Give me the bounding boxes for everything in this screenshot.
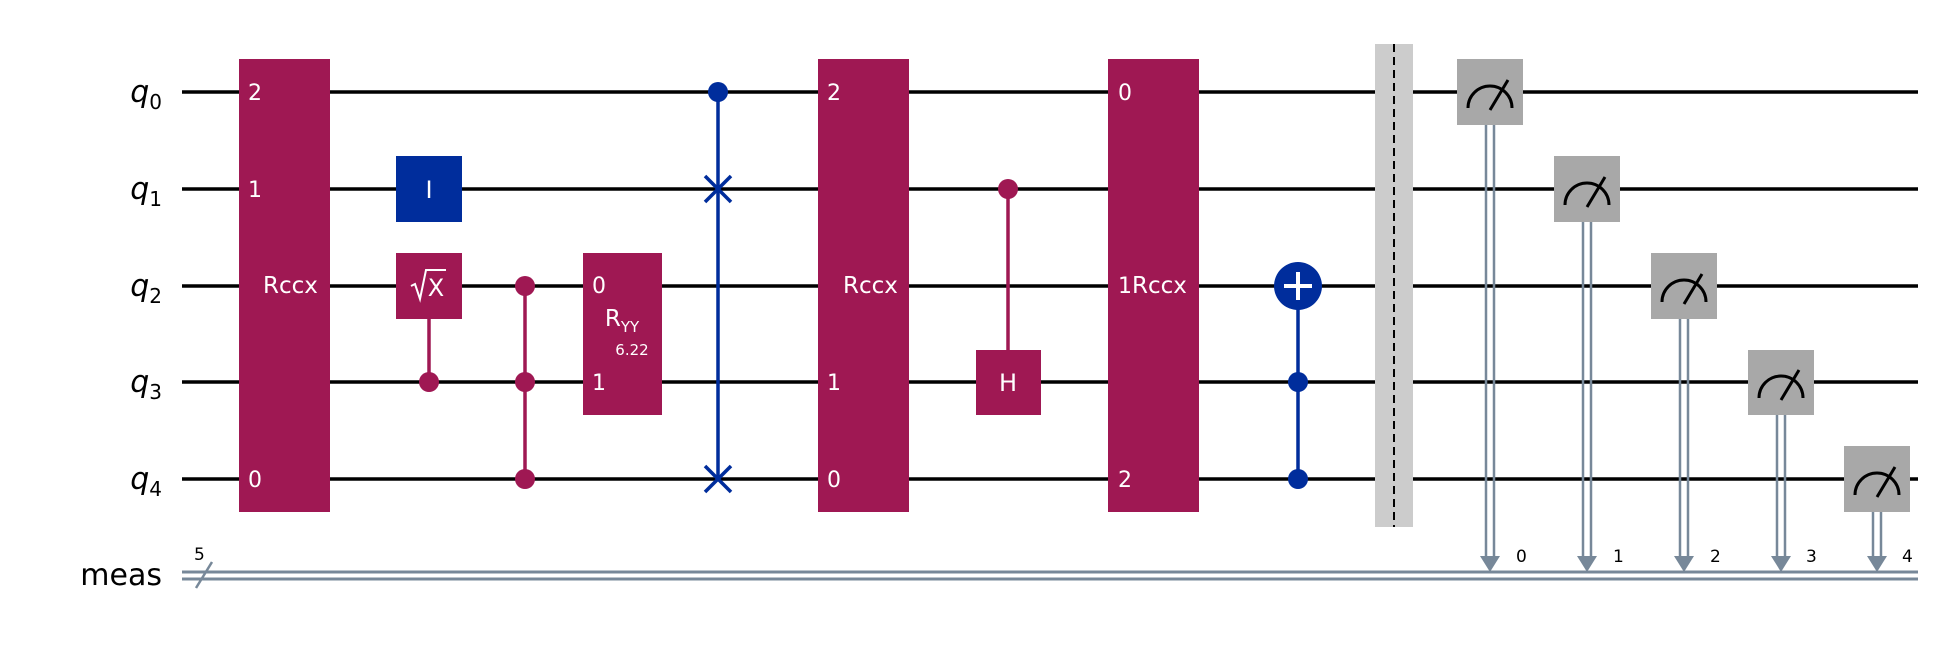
measure-index: 3	[1806, 547, 1817, 567]
qubit-index: 2	[827, 81, 841, 106]
control-dot	[1288, 372, 1308, 392]
gate-label: RYY	[605, 306, 640, 336]
gate-label: Rccx	[1132, 273, 1187, 299]
meter-icon	[1563, 181, 1611, 206]
qubit-index: 0	[1118, 81, 1132, 106]
classical-wire	[182, 561, 1918, 589]
qubit-index: 2	[1118, 468, 1132, 493]
classical-register-label: meas	[80, 558, 162, 593]
measure-index: 0	[1516, 547, 1527, 567]
gate-label: X	[428, 274, 444, 302]
measure-index: 2	[1710, 547, 1721, 567]
qubit-label-1: q1	[130, 172, 162, 211]
meter-icon	[1466, 84, 1514, 109]
quantum-wires	[182, 90, 1918, 481]
toffoli-gate	[1274, 262, 1322, 489]
control-dot	[419, 372, 439, 392]
barrier	[1375, 44, 1413, 527]
measure-0: 0	[1457, 59, 1527, 572]
control-dot	[1288, 469, 1308, 489]
swap-x-icon	[703, 174, 733, 204]
gate-label: Rccx	[263, 273, 318, 299]
meter-icon	[1757, 374, 1805, 399]
qubit-index: 1	[592, 371, 606, 396]
gate-label: Rccx	[843, 273, 898, 299]
gate-label: H	[999, 369, 1017, 397]
gate-label: I	[425, 176, 432, 204]
control-dot	[515, 372, 535, 392]
controlled-h-gate: H	[976, 179, 1041, 415]
swap-gate	[703, 82, 733, 494]
qubit-index: 2	[248, 81, 262, 106]
qubit-label-4: q4	[130, 462, 162, 501]
qubit-label-2: q2	[130, 269, 162, 308]
meter-icon	[1660, 278, 1708, 303]
sqrt-icon	[410, 269, 446, 303]
measure-1: 1	[1554, 156, 1624, 572]
meter-icon	[1853, 471, 1901, 496]
identity-gate: I	[396, 156, 462, 222]
qubit-index: 1	[248, 178, 262, 203]
measure-index: 1	[1613, 547, 1624, 567]
qubit-index: 1	[1118, 274, 1132, 299]
measure-4: 4	[1844, 446, 1913, 572]
rccx-gate-1: Rccx 2 1 0	[239, 59, 330, 512]
qubit-index: 0	[827, 468, 841, 493]
register-labels: q0 q1 q2 q3 q4 meas	[80, 75, 162, 593]
qubit-index: 0	[592, 274, 606, 299]
control-dot	[515, 469, 535, 489]
bus-slash	[194, 561, 214, 589]
qubit-label-0: q0	[130, 75, 162, 114]
measure-2: 2	[1651, 253, 1721, 572]
multi-control-gate	[515, 276, 535, 489]
rccx-gate-2: Rccx 2 1 0	[818, 59, 909, 512]
qubit-index: 1	[827, 371, 841, 396]
ryy-gate: 0 1 RYY 6.22	[583, 253, 662, 415]
qubit-label-3: q3	[130, 365, 162, 404]
swap-x-icon	[703, 464, 733, 494]
control-dot	[708, 82, 728, 102]
measure-3: 3	[1748, 350, 1817, 572]
rccx-gate-3: Rccx 0 1 2	[1108, 59, 1199, 512]
gate-param: 6.22	[615, 341, 648, 359]
qubit-index: 0	[248, 468, 262, 493]
measure-index: 4	[1902, 547, 1913, 567]
control-dot	[998, 179, 1018, 199]
controlled-sx-gate: X	[396, 253, 462, 392]
control-dot	[515, 276, 535, 296]
classical-bit-count: 5	[194, 545, 205, 565]
